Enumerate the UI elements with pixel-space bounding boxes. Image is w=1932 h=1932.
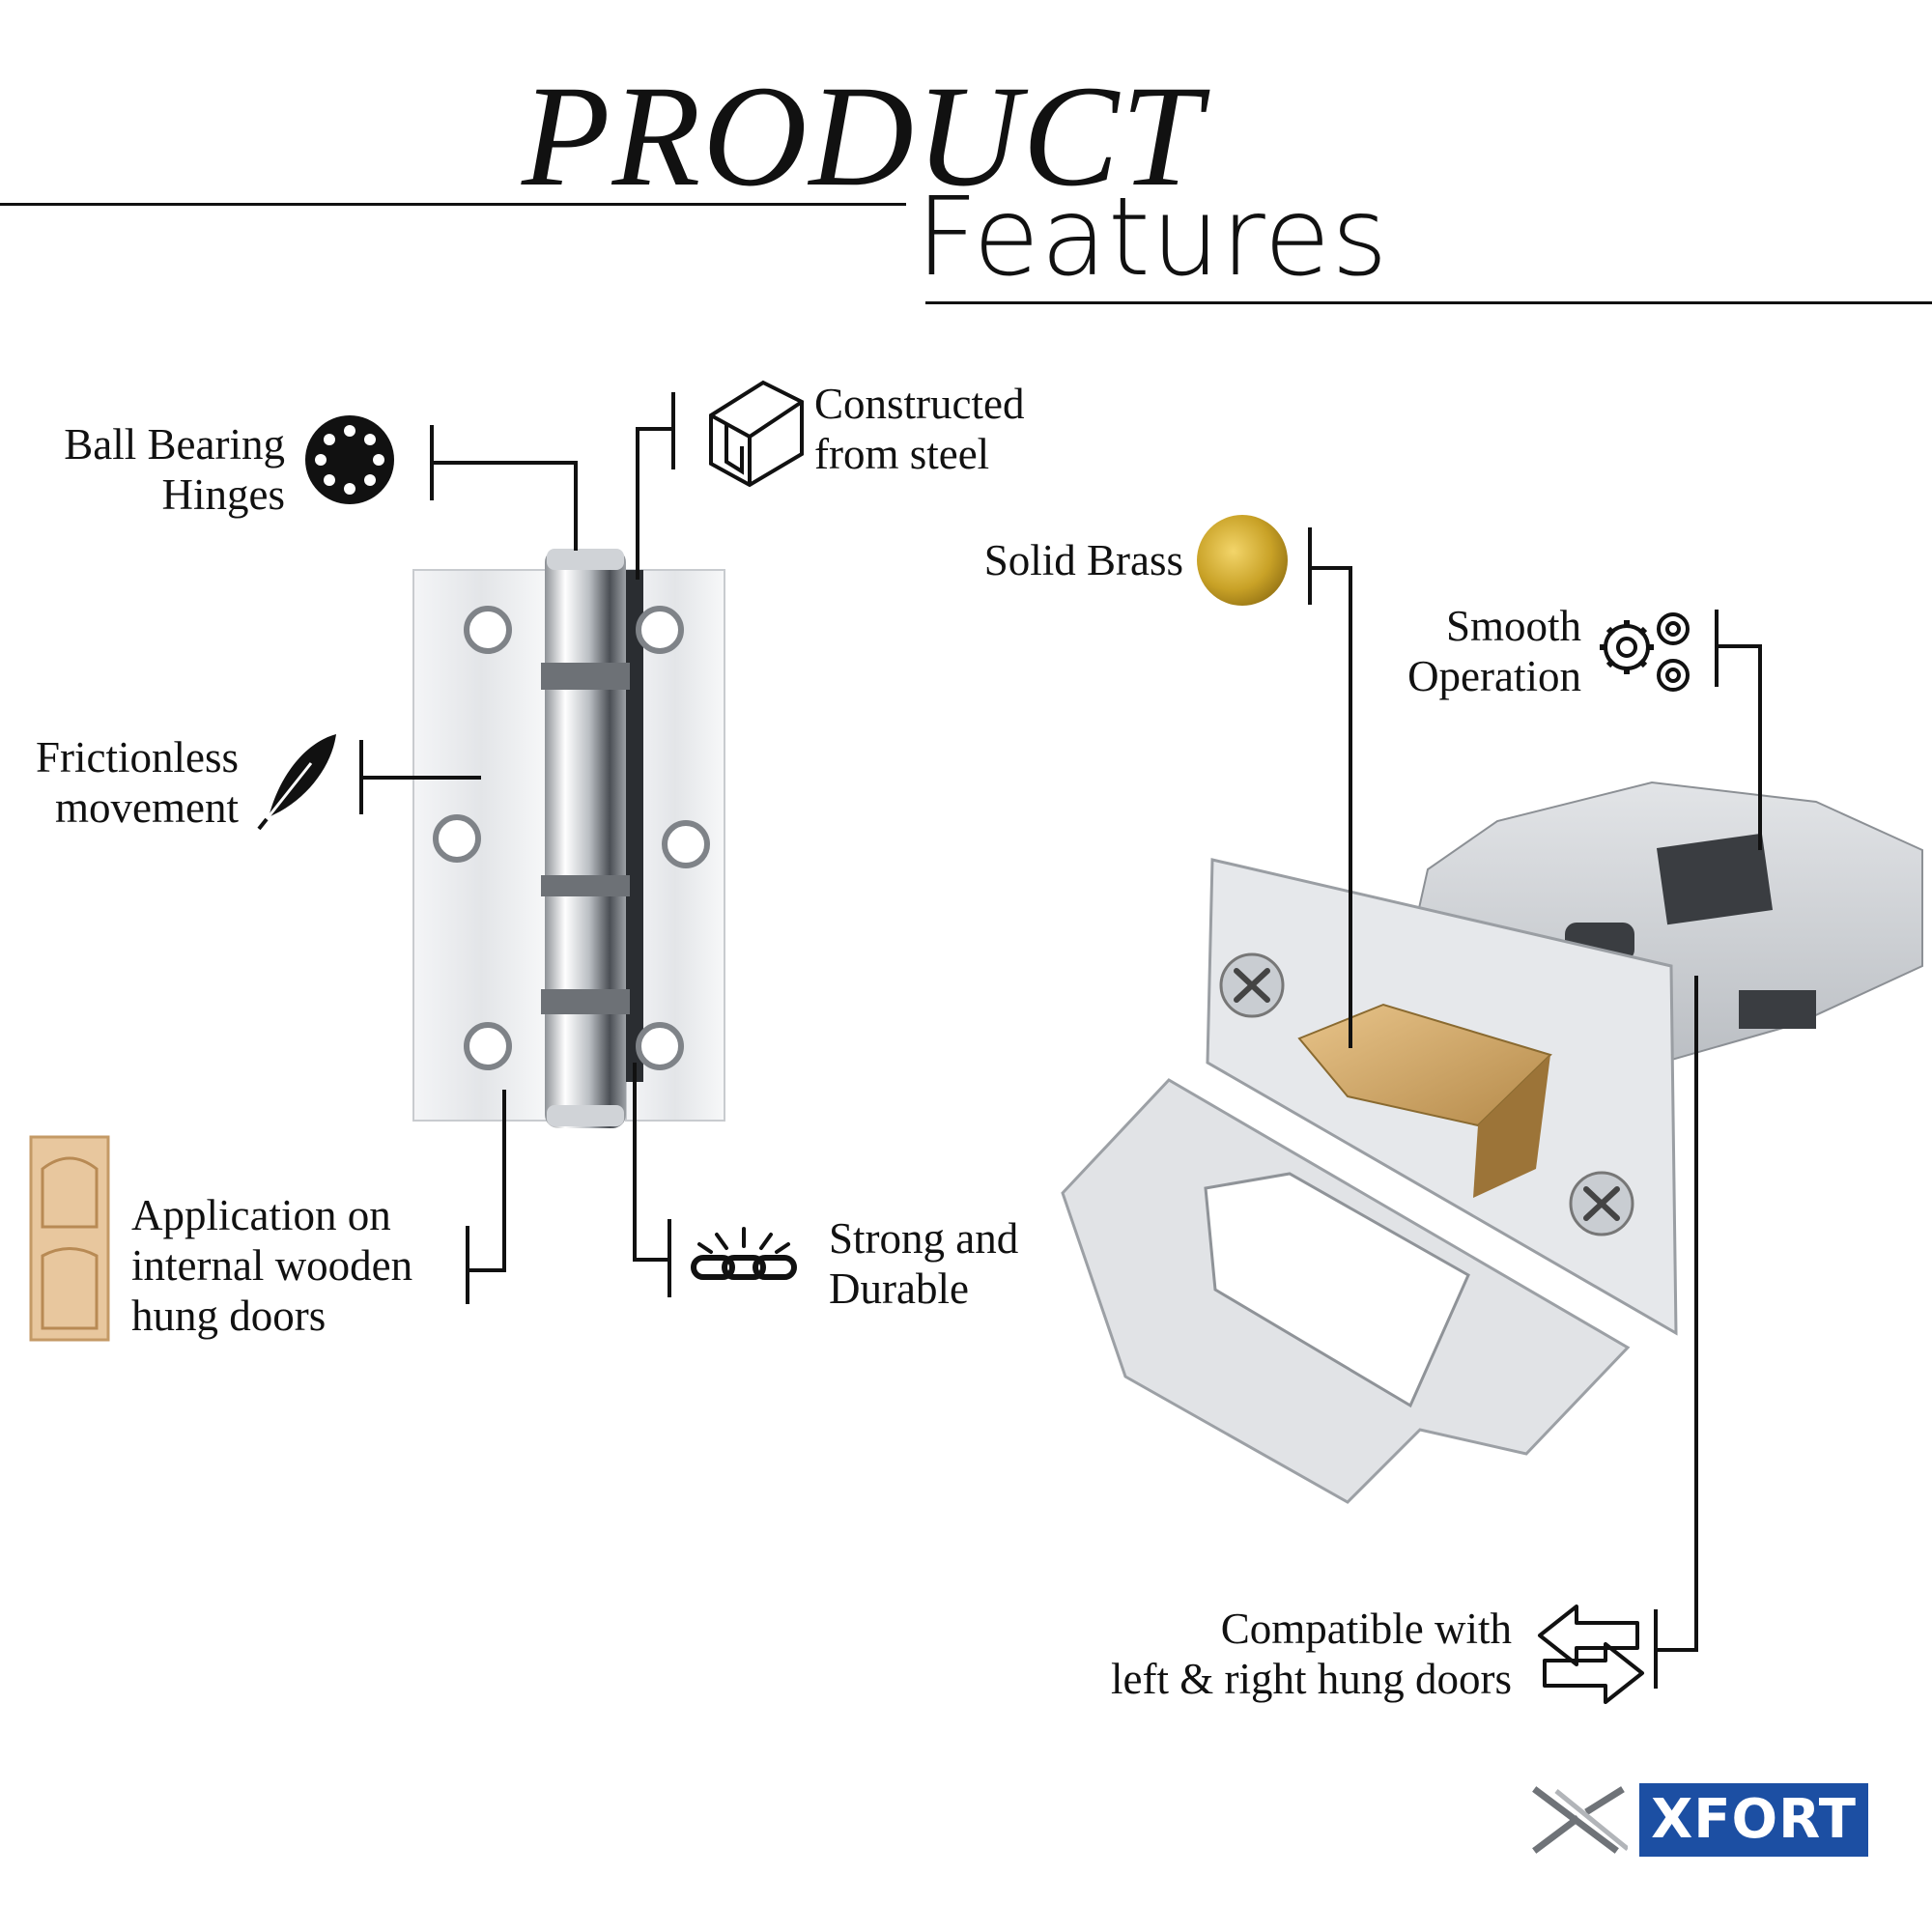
feature-solid-brass: Solid Brass: [983, 536, 1183, 584]
swap-arrows-icon: [1538, 1605, 1644, 1704]
brass-disc-icon: [1197, 515, 1288, 606]
feature-smooth: Smooth Operation: [1407, 602, 1581, 700]
title-rule-left: [0, 203, 906, 206]
page-title-features: Features: [916, 175, 1389, 300]
feature-application: Application on internal wooden hung door…: [131, 1191, 413, 1340]
feature-frictionless: Frictionless movement: [36, 733, 239, 832]
feature-strong: Strong and Durable: [829, 1214, 1019, 1313]
feature-compatible: Compatible with left & right hung doors: [1111, 1605, 1512, 1703]
ball-bearing-icon: [305, 415, 394, 504]
feather-icon: [257, 734, 336, 831]
latch-image: [1061, 781, 1923, 1504]
chain-icon: [691, 1227, 797, 1280]
xfort-logo-mark: [1532, 1786, 1628, 1854]
feature-ball-bearing: Ball Bearing Hinges: [64, 420, 285, 519]
xfort-logo-wordmark: XFORT: [1639, 1783, 1868, 1857]
feature-steel: Constructed from steel: [814, 380, 1025, 478]
page-title-product: PRODUCT: [522, 56, 1204, 216]
door-icon: [29, 1135, 110, 1342]
hinge-image: [412, 549, 725, 1128]
steel-beam-icon: [709, 380, 804, 488]
gears-icon: [1600, 612, 1690, 692]
callout-lines: [359, 392, 1762, 1689]
title-rule-right: [925, 301, 1932, 304]
